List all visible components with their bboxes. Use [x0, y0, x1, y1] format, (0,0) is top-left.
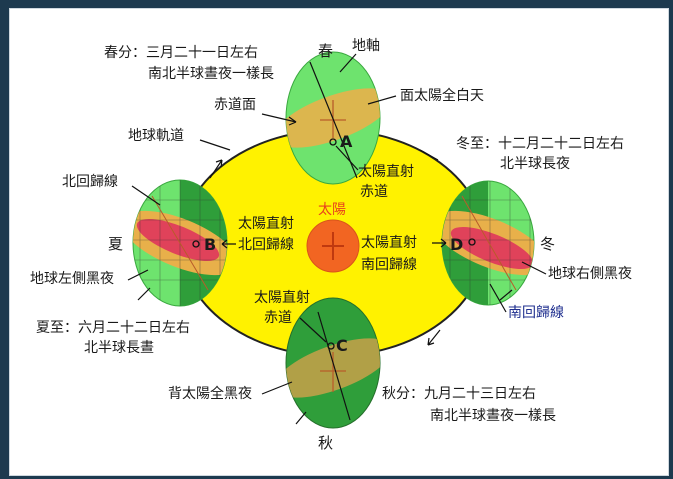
- direct-A-pointer: [335, 145, 359, 171]
- axis-tick-right: [499, 289, 513, 301]
- equator-plane-label: 赤道面: [214, 97, 256, 113]
- sun-label: 太陽: [318, 202, 346, 218]
- earth-letter-B: B: [204, 235, 216, 254]
- tropic-cancer-label: 北回歸線: [62, 173, 118, 190]
- earth-orbit-pointer: [199, 139, 231, 151]
- earth-axis-line-C: [317, 311, 351, 421]
- sun-facing-day-pointer: [367, 95, 397, 105]
- summer-solstice-line2: 北半球長晝: [84, 340, 154, 356]
- sun-facing-day-label: 面太陽全白天: [400, 87, 484, 104]
- direct-C-line1: 太陽直射: [254, 289, 310, 306]
- direct-D-line2: 南回歸線: [361, 256, 417, 273]
- equator-plane-arrowhead: [288, 116, 297, 126]
- back-full-night-pointer: [261, 381, 293, 395]
- tropic-cancer-pointer: [131, 185, 161, 206]
- axis-tick-bottom: [295, 411, 307, 425]
- earth-D: [441, 180, 535, 306]
- summer-solstice-line1: 夏至：六月二十二日左右: [36, 320, 190, 336]
- winter-solstice-line1: 冬至：十二月二十二日左右: [456, 136, 624, 152]
- left-night-pointer: [127, 269, 149, 281]
- earth-axis-pointer: [339, 53, 357, 73]
- back-full-night-label: 背太陽全黑夜: [168, 385, 252, 402]
- direct-C-pointer: [299, 317, 327, 343]
- earth-orbit-label: 地球軌道: [128, 128, 184, 144]
- direct-B-line1: 太陽直射: [238, 215, 294, 232]
- earth-letter-D: D: [450, 235, 463, 254]
- direct-C-line2: 赤道: [264, 310, 292, 326]
- orbit-direction-arrow-2: [427, 329, 441, 346]
- direct-D-line1: 太陽直射: [361, 234, 417, 251]
- earth-axis-line: [309, 61, 358, 179]
- orbit-direction-arrow-3: [419, 149, 439, 161]
- equator-plane-pointer: [261, 113, 297, 123]
- season-spring: 春: [318, 42, 333, 60]
- right-night-label: 地球右側黑夜: [548, 266, 632, 282]
- autumn-equinox-line1: 秋分：九月二十三日左右: [382, 386, 536, 402]
- sun-cross: [322, 232, 344, 260]
- season-winter: 冬: [540, 235, 555, 253]
- tropic-capricorn-label: 南回歸線: [508, 304, 564, 321]
- left-night-label: 地球左側黑夜: [30, 271, 114, 287]
- spring-equinox-line1: 春分：三月二十一日左右: [104, 45, 258, 61]
- earth-letter-C: C: [336, 336, 348, 355]
- direct-A-line2: 赤道: [360, 184, 388, 200]
- direct-D-arrow: [432, 238, 447, 248]
- orbit-direction-arrow: [209, 159, 223, 179]
- winter-solstice-line2: 北半球長夜: [500, 156, 570, 172]
- axis-tick-left: [137, 287, 151, 301]
- tropic-capricorn-pointer: [489, 283, 507, 313]
- direct-A-line1: 太陽直射: [358, 163, 414, 180]
- season-autumn: 秋: [318, 434, 333, 452]
- spring-equinox-line2: 南北半球晝夜一樣長: [148, 65, 274, 82]
- earth-axis-label: 地軸: [352, 38, 380, 54]
- earth-letter-A: A: [340, 132, 353, 151]
- direct-B-arrow: [221, 239, 236, 249]
- direct-B-line2: 北回歸線: [238, 236, 294, 253]
- right-night-pointer: [521, 261, 547, 275]
- season-summer: 夏: [108, 235, 123, 253]
- autumn-equinox-line2: 南北半球晝夜一樣長: [430, 407, 556, 424]
